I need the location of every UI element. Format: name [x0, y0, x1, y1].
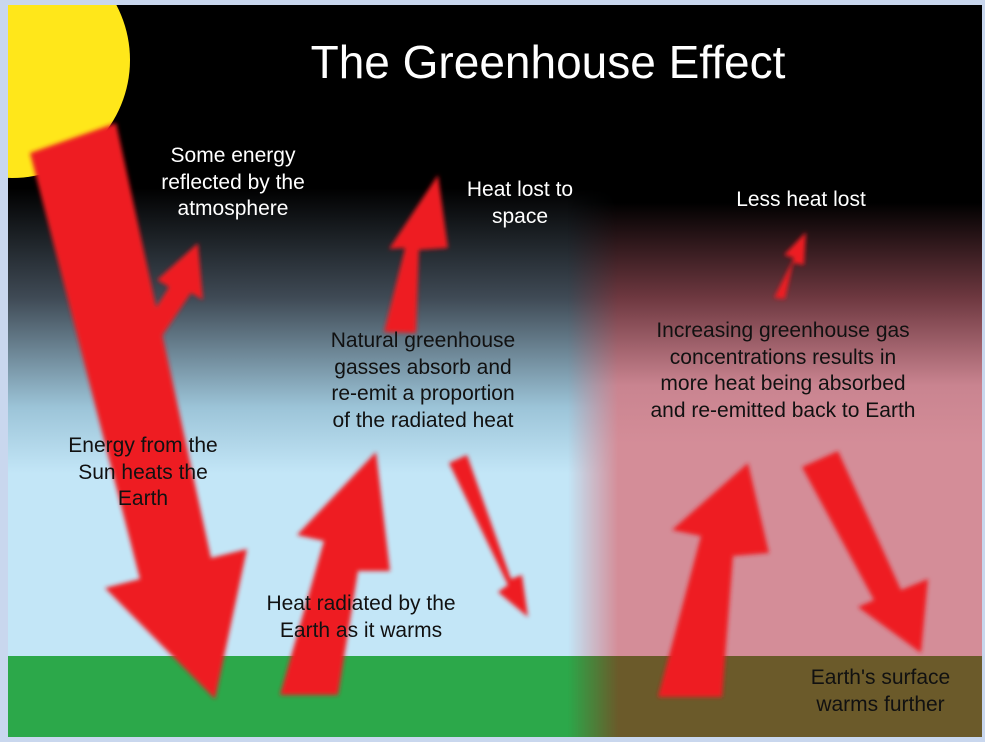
- ground-right: [8, 656, 982, 737]
- less-heat-lost-arrow: [774, 232, 806, 299]
- label-less-heat-lost: Less heat lost: [736, 188, 866, 211]
- incoming-solar-arrow: [30, 123, 247, 699]
- reflected-energy-arrow: [144, 243, 203, 336]
- label-natural-greenhouse-gases: Natural greenhouse gasses absorb and re-…: [330, 329, 516, 432]
- label-surface-warms-further: Earth's surface warms further: [810, 666, 951, 716]
- label-reflected-energy: Some energy reflected by the atmosphere: [161, 144, 305, 221]
- heat-lost-space-arrow: [384, 175, 448, 333]
- label-heat-lost-to-space: Heat lost to space: [466, 178, 574, 228]
- reemitted-heat-arrow-right: [802, 451, 928, 653]
- label-sun-heats-earth: Energy from the Sun heats the Earth: [68, 434, 218, 511]
- reemitted-heat-arrow-left: [449, 455, 528, 617]
- radiated-heat-arrow-right: [658, 463, 769, 697]
- page-title: The Greenhouse Effect: [310, 36, 786, 88]
- radiated-heat-arrow: [280, 452, 390, 695]
- diagram-canvas: The Greenhouse Effect Some energy reflec…: [8, 5, 982, 737]
- label-increasing-greenhouse-gases: Increasing greenhouse gas concentrations…: [650, 319, 916, 422]
- greenhouse-diagram: [8, 5, 982, 737]
- label-heat-radiated-by-earth: Heat radiated by the Earth as it warms: [266, 592, 456, 642]
